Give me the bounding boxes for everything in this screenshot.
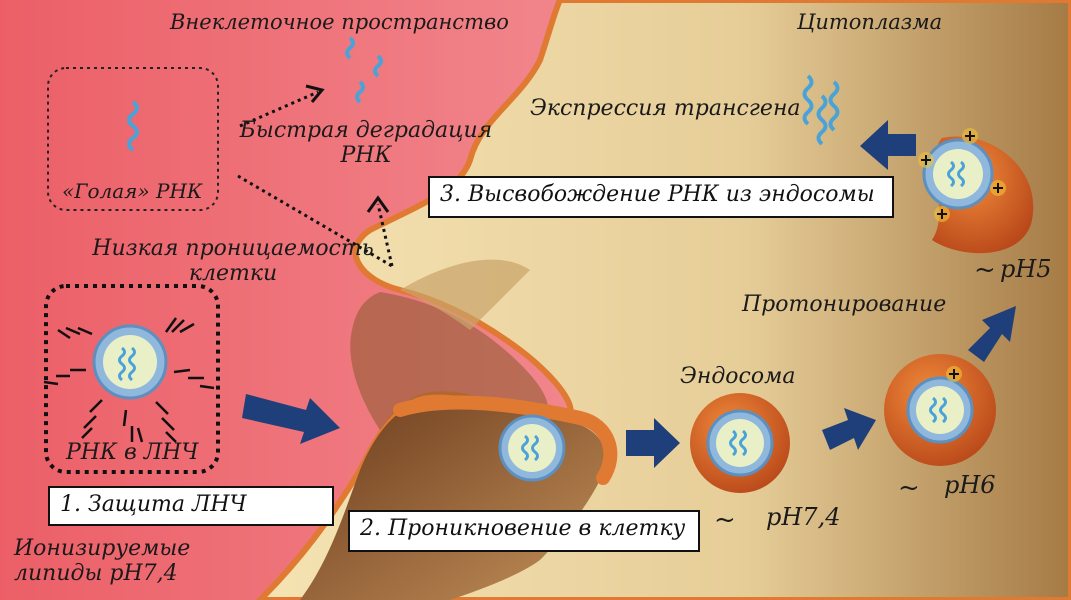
released-rna <box>802 74 840 146</box>
membrane-fold <box>350 292 548 430</box>
dotted-arrow-icon <box>237 90 394 268</box>
endosome-icon <box>884 354 996 466</box>
cytoplasm-label: Цитоплазма <box>797 10 943 34</box>
positive-charge-icon <box>946 366 962 382</box>
block-arrow-icon <box>968 306 1016 362</box>
membrane-cleft <box>400 259 530 330</box>
ionizable-lipids-label: Ионизируемые липиды pH7,4 <box>14 536 191 587</box>
extracellular-label: Внеклеточное пространство <box>170 10 509 34</box>
tilde-ph5: ~ <box>974 255 996 285</box>
tilde-ph74: ~ <box>714 505 736 535</box>
protonation-label: Протонирование <box>742 292 947 317</box>
endosome-icon <box>918 128 1034 254</box>
rna-in-lnp-label: РНК в ЛНЧ <box>66 440 199 465</box>
rna-strand-icon <box>816 94 828 146</box>
ph6-label: pH6 <box>944 471 996 499</box>
lnp-rna-box <box>44 284 220 474</box>
ph5-label: pH5 <box>1000 255 1052 283</box>
degraded-rna-fragments <box>345 36 383 104</box>
rna-strand-icon <box>355 80 365 104</box>
transgene-expression-label: Экспрессия трансгена <box>530 96 801 121</box>
dotted-arrowheads <box>305 84 390 213</box>
rna-strand-icon <box>345 36 355 60</box>
rna-strand-icon <box>828 80 840 132</box>
rna-strand-icon <box>373 54 383 78</box>
lipid-nanoparticle-icon <box>43 317 215 443</box>
step1-box: 1. Защита ЛНЧ <box>48 486 334 526</box>
rna-strand-icon <box>802 74 814 126</box>
naked-rna-box <box>47 67 219 211</box>
block-arrow-icon <box>626 418 680 468</box>
block-arrow-icon <box>822 408 876 450</box>
low-permeability-label: Низкая проницаемость клетки <box>92 236 374 287</box>
step3-box: 3. Высвобождение РНК из эндосомы <box>428 176 894 218</box>
tilde-ph6: ~ <box>898 473 920 503</box>
lipid-nanoparticle-icon <box>498 414 566 482</box>
positive-charge-icon <box>990 180 1006 196</box>
endosome-icon <box>690 393 790 493</box>
invagination-rim <box>393 395 618 485</box>
naked-rna-label: «Голая» РНК <box>62 179 203 203</box>
block-arrows <box>242 120 1016 468</box>
positive-charge-icon <box>918 152 934 168</box>
positive-charge-icon <box>934 206 950 222</box>
endosome-label: Эндосома <box>680 364 796 389</box>
ph74-label: pH7,4 <box>766 503 841 531</box>
positive-charge-icon <box>962 128 978 144</box>
step2-box: 2. Проникновение в клетку <box>348 510 700 552</box>
block-arrow-icon <box>860 120 916 170</box>
rna-strand-icon <box>127 100 139 152</box>
block-arrow-icon <box>242 394 340 444</box>
rapid-degradation-label: Быстрая деградация РНК <box>239 118 493 169</box>
